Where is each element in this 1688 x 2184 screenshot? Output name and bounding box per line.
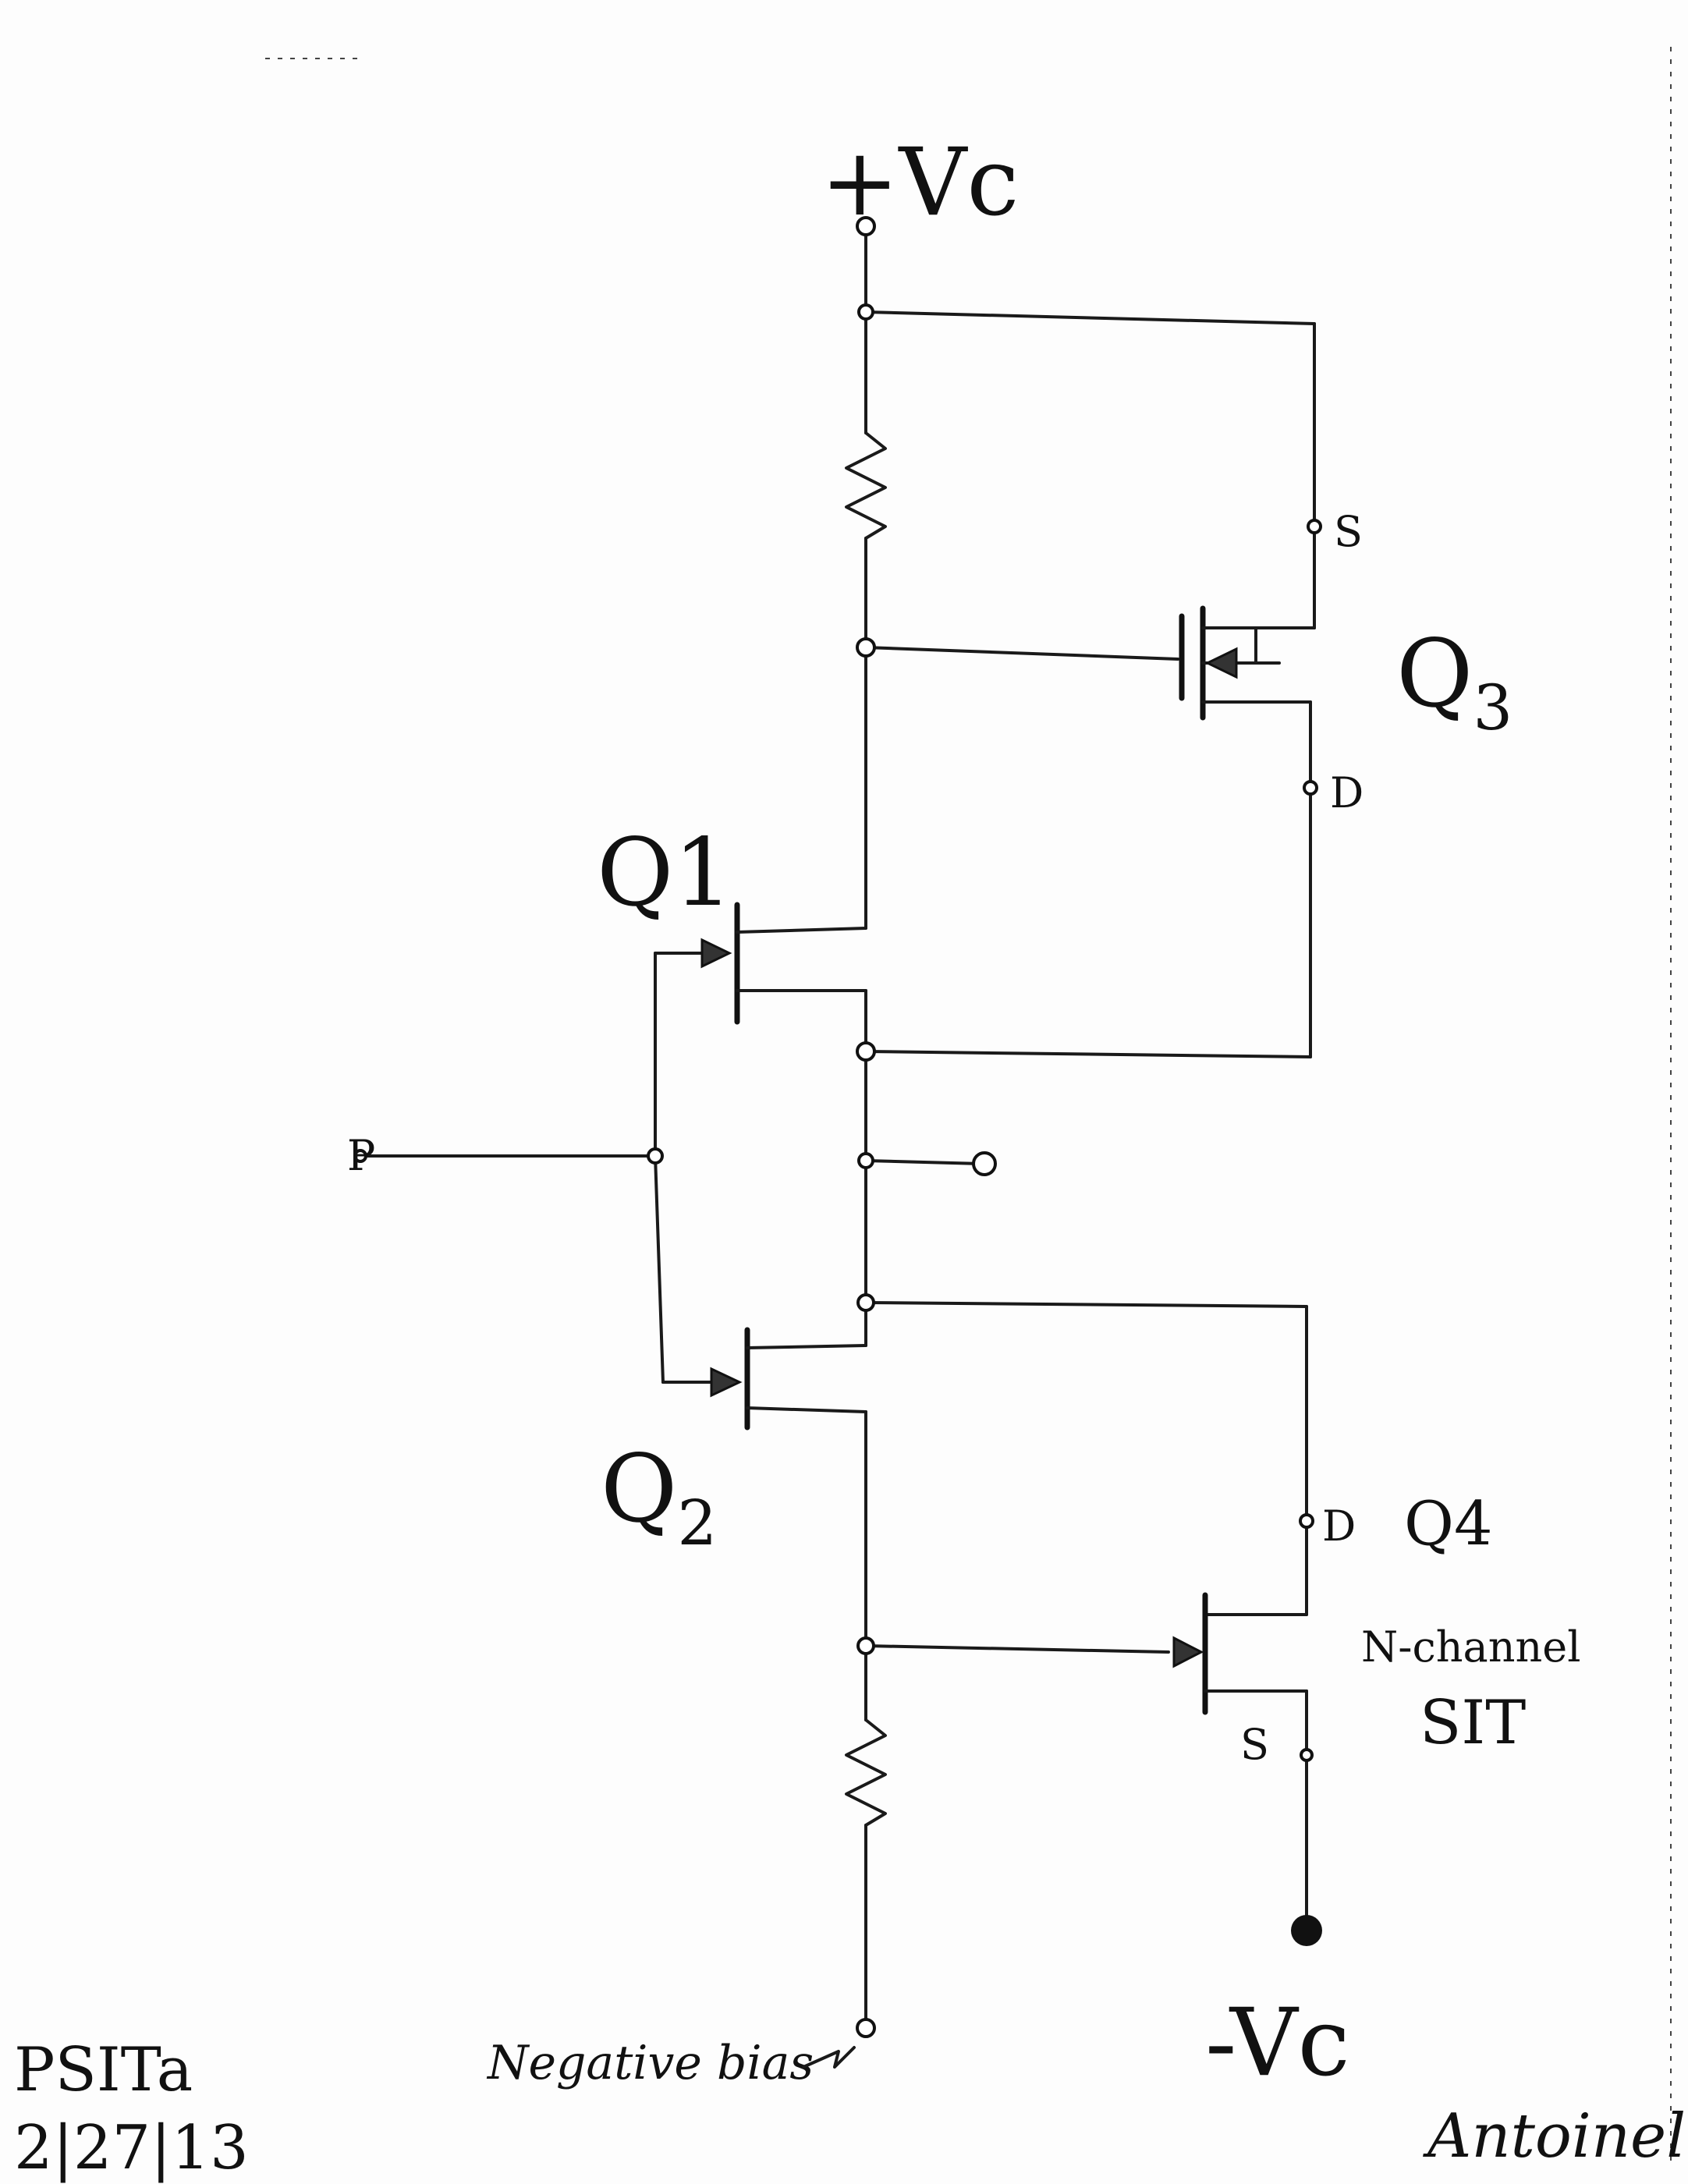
pin-q3-source (1307, 519, 1322, 534)
wire-gate-to-q2 (654, 1154, 665, 1384)
wire-rail-to-q4-drain (864, 1301, 1308, 1308)
junction-gate-bus (647, 1147, 664, 1165)
terminal-negative-supply (1291, 1915, 1322, 1946)
label-q3: Q3 (1396, 620, 1512, 744)
label-q3-source: S (1334, 507, 1363, 556)
label-device-sit: SIT (1420, 1688, 1526, 1758)
transistor-q1 (654, 902, 867, 1025)
q2-source-lead (746, 1406, 867, 1413)
junction-output (857, 1152, 874, 1169)
junction-q4-drain (856, 1293, 875, 1312)
label-q1: Q1 (597, 819, 733, 927)
junction-q3-gate (856, 637, 876, 658)
q1-arrow-icon (700, 938, 732, 969)
label-q4-source: S (1240, 1720, 1269, 1769)
transistor-q3 (864, 605, 1312, 721)
label-q4-drain: D (1322, 1502, 1356, 1551)
main-rail (845, 225, 887, 2028)
q3-arrow-icon (1204, 647, 1238, 679)
wire-output-tap (864, 1159, 983, 1165)
junction-top-rail (857, 303, 874, 321)
terminal-input-p (353, 1149, 367, 1163)
label-q4: Q4 (1404, 1489, 1493, 1559)
label-negative-supply: -Vc (1205, 1989, 1350, 2097)
q2-arrow-icon (710, 1367, 743, 1398)
footer-title: PSITa (14, 2035, 193, 2105)
wire-q4-gate (864, 1644, 1170, 1654)
transistor-q4 (864, 1592, 1308, 1715)
label-input-p: P (347, 1131, 375, 1180)
pin-q4-drain (1299, 1513, 1314, 1529)
label-positive-supply: +Vc (821, 129, 1019, 237)
footer-date: 2|27|13 (14, 2113, 249, 2183)
wire-q3-drain-to-rail (864, 1050, 1312, 1058)
pin-q3-drain (1303, 780, 1318, 796)
transistor-q2 (661, 1327, 867, 1431)
label-q2: Q2 (601, 1435, 717, 1559)
terminal-output (972, 1151, 997, 1176)
resistor-bottom-icon (845, 1718, 887, 1827)
label-negative-bias: Negative bias (486, 2036, 814, 2090)
arrow-negative-bias-icon (802, 2046, 856, 2069)
resistor-top-icon (845, 431, 887, 540)
terminal-positive-supply (856, 216, 876, 236)
junction-q3-drain (856, 1041, 876, 1062)
wire-q3-gate (864, 646, 1179, 661)
q4-arrow-icon (1172, 1636, 1204, 1668)
q2-drain-lead (746, 1344, 867, 1349)
pin-q4-source (1300, 1748, 1314, 1762)
label-device-type: N-channel (1361, 1622, 1581, 1672)
q1-drain-lead (736, 927, 867, 934)
terminal-negative-bias (856, 2018, 876, 2038)
junction-q4-gate (856, 1636, 875, 1655)
footer-signature: Antoinel (1423, 2101, 1686, 2172)
wire-top-rail-to-q3 (864, 310, 1316, 325)
label-q3-drain: D (1330, 768, 1364, 817)
